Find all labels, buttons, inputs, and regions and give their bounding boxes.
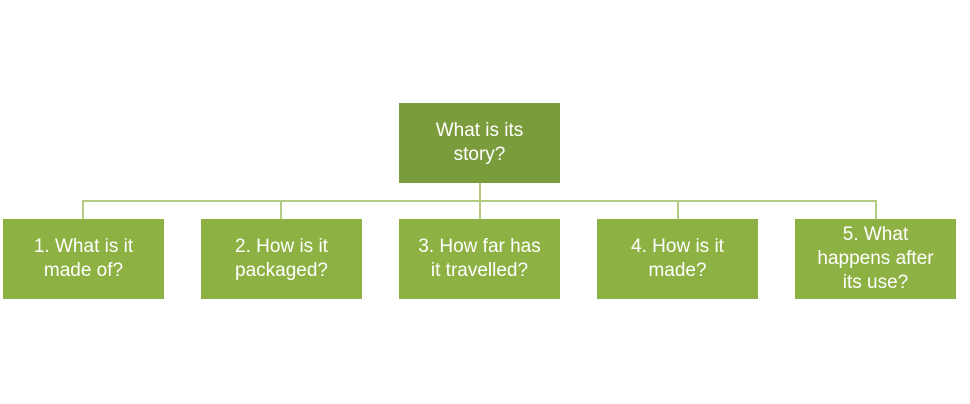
child-node-label: 3. How far has it travelled?: [418, 236, 541, 281]
child-node-label: 2. How is it packaged?: [235, 236, 328, 281]
child-node-label: 5. What happens after its use?: [817, 224, 934, 293]
child-node-how-made: 4. How is it made?: [597, 219, 758, 299]
child-node-packaged: 2. How is it packaged?: [201, 219, 362, 299]
root-node: What is its story?: [399, 103, 560, 183]
child-node-made-of: 1. What is it made of?: [3, 219, 164, 299]
root-stem-connector: [479, 183, 481, 201]
child-node-label: 4. How is it made?: [631, 236, 724, 281]
child-2-connector: [280, 200, 282, 219]
child-4-connector: [677, 200, 679, 219]
child-5-connector: [875, 200, 877, 219]
child-node-after-use: 5. What happens after its use?: [795, 219, 956, 299]
child-node-label: 1. What is it made of?: [33, 236, 134, 281]
child-1-connector: [82, 200, 84, 219]
child-3-connector: [479, 200, 481, 219]
root-node-label: What is its story?: [435, 120, 524, 165]
child-node-travelled: 3. How far has it travelled?: [399, 219, 560, 299]
